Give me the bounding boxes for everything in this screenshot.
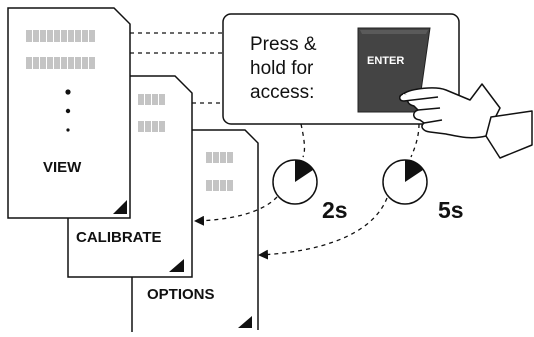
timer-5s-label: 5s: [438, 197, 464, 223]
arrow-to-options: [258, 197, 388, 260]
options-text-placeholder: [206, 152, 233, 191]
view-page: VIEW: [7, 7, 131, 219]
calibrate-page-corner: [169, 259, 184, 272]
pointing-hand-icon: [399, 83, 533, 159]
timer-5s-icon: [382, 159, 428, 205]
timer-2s-icon: [272, 159, 318, 205]
prompt-line-1: Press &: [250, 34, 317, 55]
view-page-corner: [113, 200, 127, 214]
options-label: OPTIONS: [147, 286, 215, 303]
timer-2s-label: 2s: [322, 197, 348, 223]
page-connectors: [130, 32, 223, 104]
timer-connectors: [300, 123, 420, 158]
prompt-line-2: hold for: [250, 58, 314, 79]
view-label: VIEW: [43, 159, 82, 176]
view-text-placeholder: [26, 30, 95, 69]
arrow-to-calibrate: [194, 196, 278, 226]
calibrate-text-placeholder: [138, 94, 165, 132]
enter-button-label: ENTER: [367, 55, 404, 67]
ellipsis-dots: [65, 89, 71, 132]
prompt-line-3: access:: [250, 82, 314, 103]
calibrate-label: CALIBRATE: [76, 229, 162, 246]
options-page-corner: [238, 316, 252, 328]
